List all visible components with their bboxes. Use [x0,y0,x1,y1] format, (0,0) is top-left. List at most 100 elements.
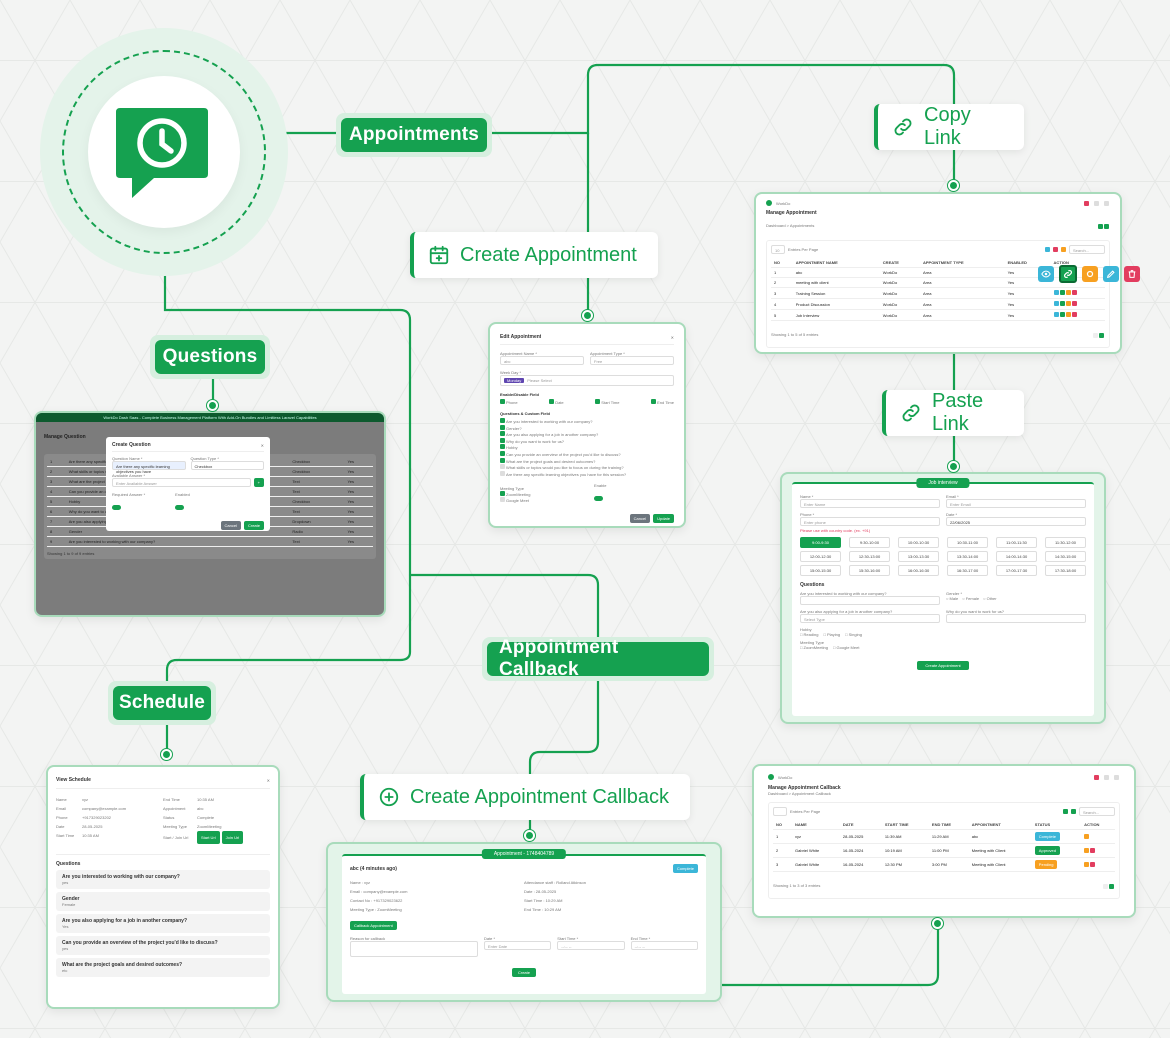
clock-chat-icon [116,108,208,198]
connector-dot [948,180,959,191]
entries-select[interactable] [773,807,787,816]
eye-icon[interactable] [1038,266,1054,282]
time-slot[interactable]: 15:00-15:30 [800,565,841,576]
date-input[interactable]: 22/06/2025 [946,517,1086,526]
connector-dot [524,830,535,841]
time-slot[interactable]: 12:30-13:00 [849,551,890,562]
cancel-button[interactable]: Cancel [220,521,241,530]
available-answer-input[interactable]: Enter Available Answer [112,478,251,487]
time-slot[interactable]: 14:30-15:00 [1045,551,1086,562]
copy-link-icon[interactable] [1059,265,1077,283]
status-badge: Complete [1034,832,1060,841]
date-input[interactable]: Enter Date [483,941,552,950]
close-icon[interactable]: ✕ [266,777,270,783]
connector-dot [932,918,943,929]
time-slot[interactable]: 15:30-16:00 [849,565,890,576]
time-slot[interactable]: 16:00-16:30 [898,565,939,576]
manage-callback-screen: WorkDo Manage Appointment Callback Dashb… [752,764,1136,918]
time-slot[interactable]: 11:00-11:30 [996,537,1037,548]
action-buttons-zoom [1038,265,1140,283]
qa-item: Are you also applying for a job in anoth… [56,914,270,933]
hub-dashed-ring [62,50,266,254]
time-slot[interactable]: 13:00-13:30 [898,551,939,562]
add-answer-button[interactable]: + [253,478,264,487]
required-toggle[interactable] [112,505,121,510]
time-slot[interactable]: 14:00-14:30 [996,551,1037,562]
enable-toggle[interactable] [594,496,603,502]
qa-item: Can you provide an overview of the proje… [56,936,270,955]
close-icon[interactable]: ✕ [260,442,264,448]
qa-item: Are you interested to working with our c… [56,870,270,889]
time-slot[interactable]: 11:30-12:00 [1045,537,1086,548]
callback-appointment-button[interactable]: Callback Appointment [350,921,397,930]
search-input[interactable]: Search... [1079,807,1115,816]
time-slot[interactable]: 13:30-14:00 [947,551,988,562]
status-badge: Pending [1034,860,1058,869]
name-input[interactable]: Enter Name [800,499,940,508]
create-button[interactable]: Create [243,521,264,530]
breadcrumb: Dashboard > Appointment Callback [768,791,831,796]
page-title: Manage Question [44,434,86,440]
create-appointment-button[interactable]: Create Appointment [917,661,969,670]
select-type[interactable]: Select Type [800,614,940,623]
qa-item: What are the project goals and desired o… [56,958,270,977]
page-title: Manage Appointment Callback [768,785,841,791]
create-appointment-tag: Create Appointment [410,232,658,278]
appointment-callback-label: Appointment Callback [482,637,714,681]
time-slot[interactable]: 10:30-11:00 [947,537,988,548]
edit-appointment-modal: Edit Appointment✕ Appointment Name *abc … [488,322,686,528]
cancel-button[interactable]: Cancel [629,514,651,524]
status-badge: Approved [1034,846,1060,855]
start-time-input[interactable]: --:-- -- [557,941,625,950]
time-slot[interactable]: 9:00-9:30 [800,537,841,548]
entries-select[interactable]: 10 [771,245,785,254]
join-url-button[interactable]: Join Url [221,831,244,844]
end-time-input[interactable]: --:-- -- [630,941,698,950]
enabled-toggle[interactable] [175,505,185,510]
close-icon[interactable]: ✕ [670,334,674,340]
question-name-input[interactable]: Are there any specific learning objectiv… [112,461,186,474]
time-slot[interactable]: 12:00-12:30 [800,551,841,562]
form-header: Job interview [916,478,970,488]
settings-icon[interactable] [1082,266,1098,282]
schedule-label: Schedule [108,681,216,725]
answer-input[interactable] [946,614,1086,623]
appointments-label: Appointments [336,113,492,157]
link-icon [894,118,912,136]
questions-label: Questions [150,335,270,379]
calendar-plus-icon [429,245,449,265]
start-url-button[interactable]: Start Url [197,831,220,844]
update-button[interactable]: Update [653,514,674,524]
appointment-name-input[interactable]: abc [500,356,584,365]
answer-input[interactable] [800,596,940,605]
manage-appointment-screen: WorkDo Manage Appointment Dashboard > Ap… [754,192,1122,354]
time-slot[interactable]: 17:30-18:00 [1045,565,1086,576]
time-slot[interactable]: 16:30-17:00 [947,565,988,576]
edit-icon[interactable] [1103,266,1119,282]
question-type-select[interactable]: Checkbox [190,461,264,470]
time-slot[interactable]: 17:00-17:30 [996,565,1037,576]
time-slot[interactable]: 10:00-10:30 [898,537,939,548]
manage-question-screen: WorkDo Dash Saas - Complete Business Man… [34,411,386,617]
phone-input[interactable]: Enter phone [800,517,940,526]
reason-textarea[interactable] [350,941,478,957]
copy-link-tag: Copy Link [874,104,1024,150]
create-button[interactable]: Create [511,968,536,977]
delete-icon[interactable] [1124,266,1140,282]
search-input[interactable]: Search... [1069,245,1105,254]
paste-link-tag: Paste Link [882,390,1024,436]
time-slot[interactable]: 9:30-10:00 [849,537,890,548]
connector-dot [948,461,959,472]
email-input[interactable]: Enter Email [946,499,1086,508]
appointment-type-select[interactable]: Free [590,356,674,365]
